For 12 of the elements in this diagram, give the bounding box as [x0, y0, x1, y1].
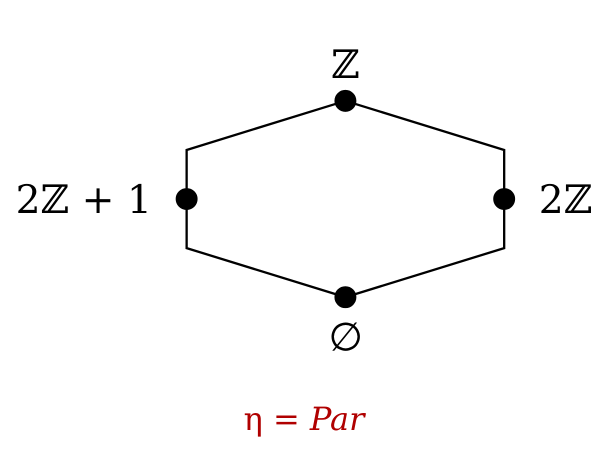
connector [185, 207, 338, 296]
connector [353, 102, 506, 190]
vertex-dot [334, 286, 356, 308]
vertex-dot [334, 89, 356, 112]
set-label: ℤ [331, 42, 360, 88]
set-label: ∅ [328, 314, 362, 360]
set-label: 2ℤ [538, 177, 592, 222]
caption: η = Par [244, 400, 364, 438]
vertex-dot [493, 188, 516, 210]
vertex-dot [176, 188, 198, 210]
set-label: 2ℤ + 1 [16, 177, 152, 222]
connector [185, 102, 338, 190]
